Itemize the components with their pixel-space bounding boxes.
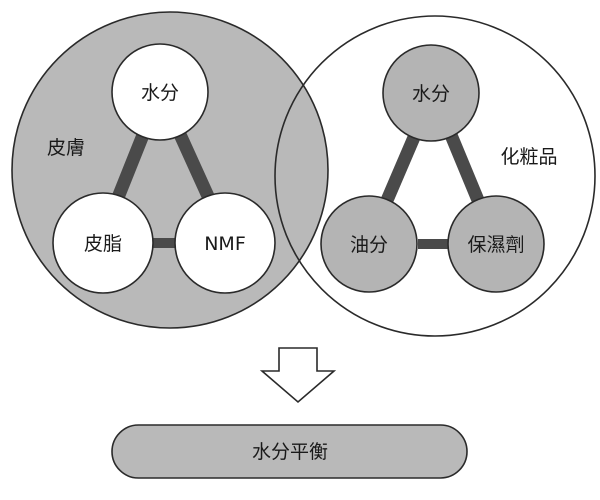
cosmetics-node-oil-label: 油分 bbox=[350, 234, 388, 256]
cosmetics-connector-top-left bbox=[379, 132, 421, 208]
skin-node-water-label: 水分 bbox=[141, 82, 179, 104]
result-label: 水分平衡 bbox=[252, 441, 328, 463]
skin-node-nmf: NMF bbox=[174, 192, 276, 294]
skin-label: 皮膚 bbox=[47, 137, 85, 159]
cosmetics-node-water: 水分 bbox=[382, 44, 480, 142]
cosmetics-node-water-label: 水分 bbox=[412, 83, 450, 105]
cosmetics-connector-top-right bbox=[444, 132, 487, 208]
skin-node-sebum: 皮脂 bbox=[52, 192, 154, 294]
skin-node-nmf-label: NMF bbox=[204, 233, 246, 255]
skin-node-water: 水分 bbox=[111, 43, 209, 141]
result-pill: 水分平衡 bbox=[111, 424, 468, 479]
cosmetics-label: 化粧品 bbox=[500, 146, 557, 168]
cosmetics-circle bbox=[274, 15, 596, 337]
cosmetics-connectors bbox=[379, 132, 487, 249]
cosmetics-node-humectant-label: 保濕劑 bbox=[467, 234, 524, 256]
cosmetics-node-humectant: 保濕劑 bbox=[447, 195, 545, 293]
cosmetics-group bbox=[274, 15, 596, 337]
skin-node-sebum-label: 皮脂 bbox=[84, 233, 122, 255]
cosmetics-node-oil: 油分 bbox=[320, 195, 418, 293]
skin-connector-top-left bbox=[108, 127, 152, 208]
down-arrow-icon bbox=[259, 347, 337, 404]
skin-connector-top-right bbox=[172, 127, 218, 208]
